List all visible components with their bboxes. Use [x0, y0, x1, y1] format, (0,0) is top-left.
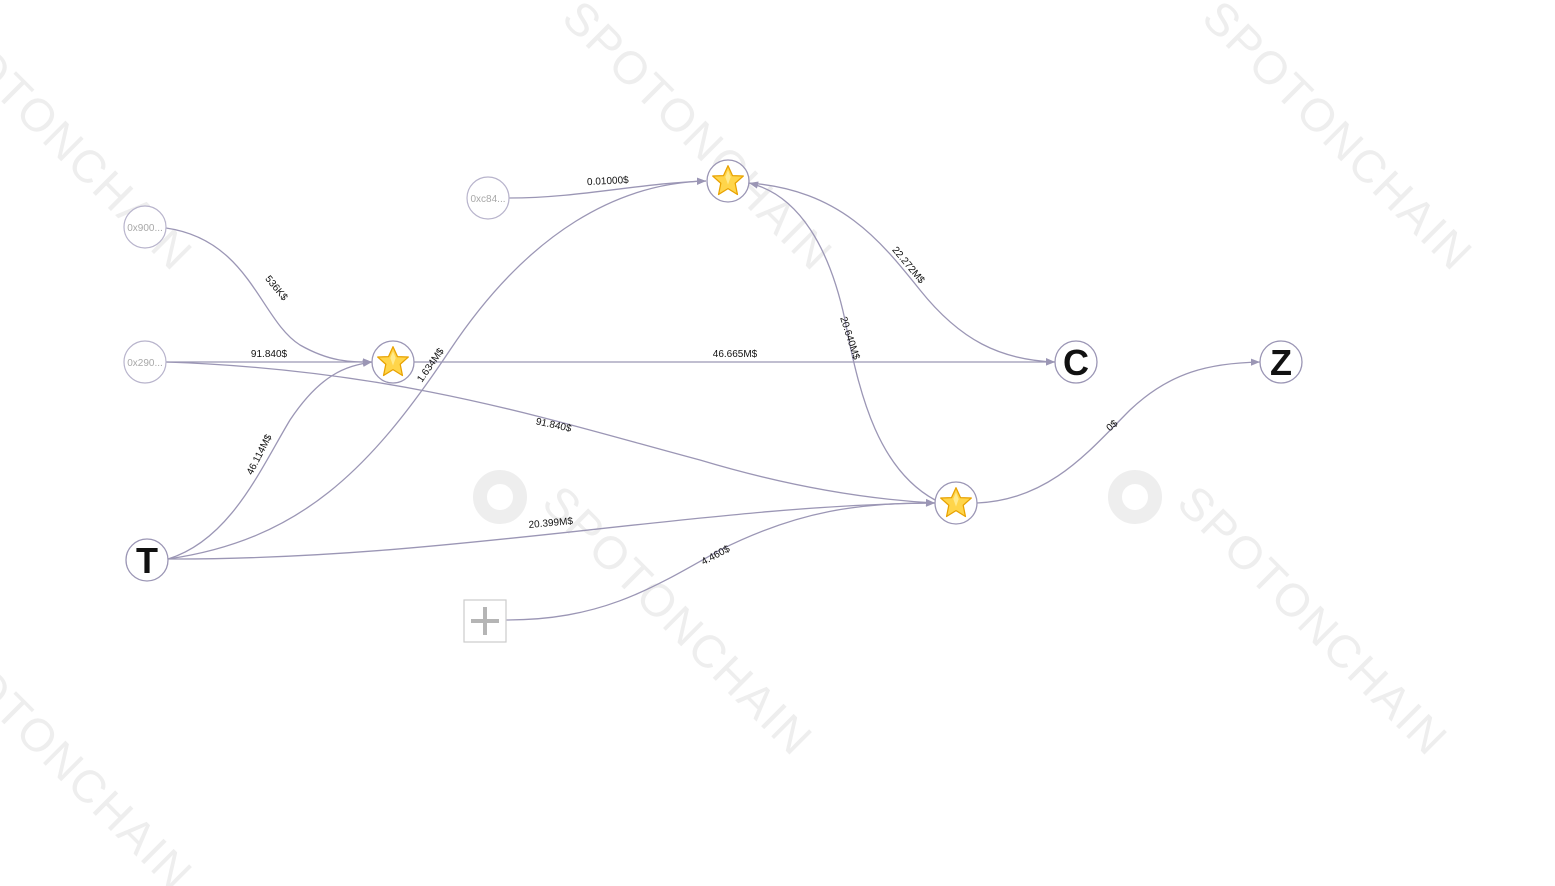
watermark-text: SPOTONCHAIN: [0, 0, 203, 281]
edge-label: 0$: [1105, 418, 1121, 434]
watermark-logo-icon: [473, 470, 1162, 524]
edge-label: 0.01000$: [587, 175, 630, 188]
add-node-button[interactable]: [463, 599, 507, 643]
edge-label: 4.460$: [700, 544, 733, 568]
node-address-label: 0x290...: [127, 358, 163, 369]
edge-T-to-star3[interactable]: [167, 499, 936, 560]
watermark-text: SPOTONCHAIN: [553, 0, 843, 281]
edge-T-to-star2[interactable]: [167, 177, 707, 560]
edge-label: 536K$: [262, 274, 289, 304]
edge-0x900-to-star1[interactable]: [165, 227, 373, 366]
node-address-label: 0xc84...: [470, 194, 505, 205]
edge-star2-to-C[interactable]: [748, 182, 1056, 366]
node-star-1[interactable]: [371, 340, 415, 384]
node-entity-label: T: [136, 540, 158, 581]
edge-star3-to-Z[interactable]: [976, 358, 1261, 504]
node-entity-label: Z: [1270, 342, 1292, 383]
node-entity-C[interactable]: C: [1054, 340, 1098, 384]
node-address-label: 0x900...: [127, 223, 163, 234]
node-address-0x290[interactable]: 0x290...: [123, 340, 167, 384]
edge-label: 91.840$: [535, 416, 573, 434]
edges-layer: [165, 177, 1261, 621]
edge-0x290-to-star3[interactable]: [165, 361, 936, 507]
edge-star3-to-star2[interactable]: [748, 181, 936, 501]
edge-label: 20.640M$: [837, 315, 861, 361]
nodes-layer: 0x900... 0x290... 0xc84... T: [123, 159, 1303, 643]
node-entity-label: C: [1063, 342, 1089, 383]
edge-label: 46.665M$: [713, 349, 758, 360]
edge-T-to-star1[interactable]: [167, 359, 373, 560]
edge-add-to-star3[interactable]: [505, 499, 936, 621]
node-star-2[interactable]: [706, 159, 750, 203]
watermark-text: SPOTONCHAIN: [1193, 0, 1483, 281]
node-address-0x900[interactable]: 0x900...: [123, 205, 167, 249]
node-star-3[interactable]: [934, 481, 978, 525]
node-entity-T[interactable]: T: [125, 538, 169, 582]
watermark-layer: SPOTONCHAIN SPOTONCHAIN SPOTONCHAIN SPOT…: [0, 0, 1483, 886]
watermark-text: SPOTONCHAIN: [0, 610, 203, 886]
edge-label: 22.272M$: [889, 245, 926, 286]
edge-label: 20.399M$: [528, 516, 574, 531]
node-address-0xc84[interactable]: 0xc84...: [466, 176, 510, 220]
plus-icon: [471, 607, 499, 635]
edge-label: 1.634M$: [415, 346, 447, 385]
edge-label: 91.840$: [251, 349, 288, 360]
watermark-text: SPOTONCHAIN: [533, 475, 823, 765]
watermark-text: SPOTONCHAIN: [1168, 475, 1458, 765]
node-entity-Z[interactable]: Z: [1259, 340, 1303, 384]
